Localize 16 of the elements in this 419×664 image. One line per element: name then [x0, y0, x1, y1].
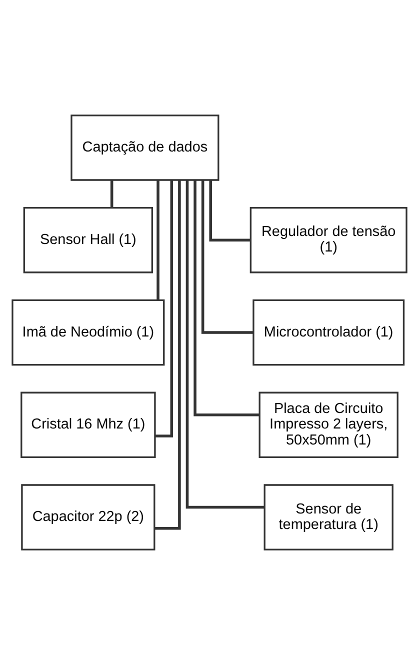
connector [209, 180, 251, 241]
node-box: Placa de Circuito Impresso 2 layers, 50x50mm (1) [258, 391, 398, 458]
connector [110, 180, 114, 208]
node-box: Capacitor 22p (2) [21, 484, 156, 550]
node-box: Regulador de tensão (1) [250, 206, 408, 273]
node-box: Cristal 16 Mhz (1) [20, 391, 156, 458]
node-box: Microcontrolador (1) [252, 298, 405, 366]
connector [201, 180, 254, 334]
node-box: Sensor Hall (1) [23, 206, 154, 273]
connector [156, 180, 160, 300]
node-box: Sensor de temperatura (1) [264, 484, 394, 550]
connector [194, 180, 260, 416]
connector [186, 180, 265, 508]
connector [154, 180, 181, 530]
node-box: Captação de dados [70, 114, 220, 180]
node-box: Imã de Neodímio (1) [12, 298, 165, 366]
